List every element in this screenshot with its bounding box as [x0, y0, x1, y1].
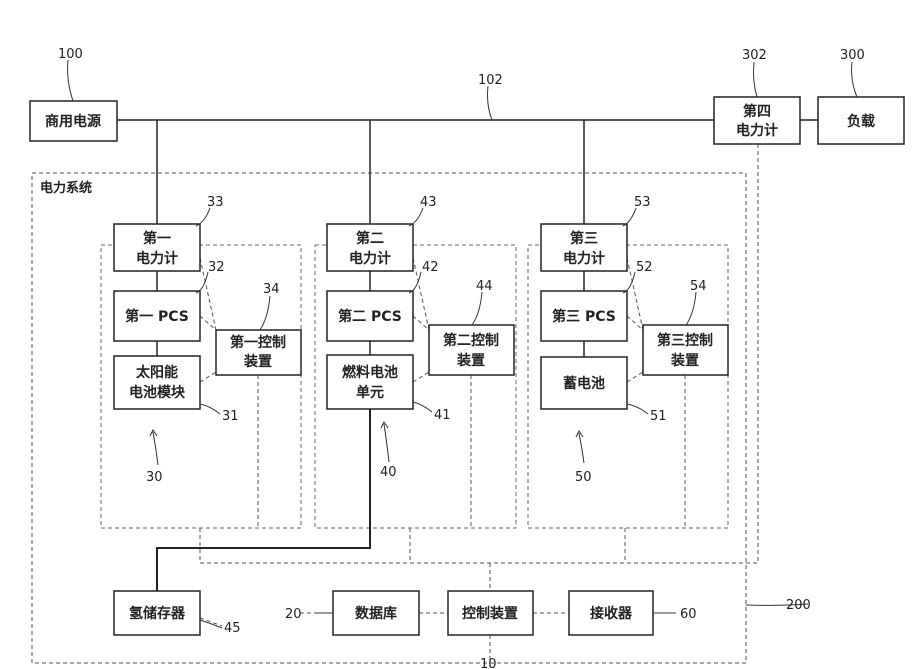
hydrogen-pipe — [157, 409, 370, 591]
ref-third-group: 50 — [575, 470, 592, 485]
svg-text:控制装置: 控制装置 — [462, 605, 518, 622]
svg-text:接收器: 接收器 — [590, 605, 633, 622]
load-box: 负载 — [818, 97, 904, 144]
ref-second-meter: 43 — [420, 195, 437, 210]
ref-first-pcs: 32 — [208, 260, 225, 275]
third-pcs-box: 第三 PCS — [541, 291, 627, 341]
svg-text:装置: 装置 — [670, 352, 699, 369]
svg-text:第四: 第四 — [743, 103, 771, 120]
ref-load: 300 — [840, 48, 865, 63]
ref-first-group: 30 — [146, 470, 163, 485]
svg-text:第三 PCS: 第三 PCS — [552, 308, 616, 325]
commercial-power-box: 商用电源 — [30, 101, 117, 141]
svg-text:第一 PCS: 第一 PCS — [125, 308, 189, 325]
first-pcs-box: 第一 PCS — [114, 291, 200, 341]
ref-fourth-meter: 302 — [742, 48, 767, 63]
ref-battery: 51 — [650, 409, 667, 424]
second-controller-box: 第二控制 装置 — [429, 325, 514, 375]
fuel-cell-box: 燃料电池 单元 — [327, 355, 413, 409]
first-controller-box: 第一控制 装置 — [216, 330, 301, 375]
ref-commercial-power: 100 — [58, 47, 83, 62]
ref-third-pcs: 52 — [636, 260, 653, 275]
svg-text:燃料电池: 燃料电池 — [342, 364, 398, 381]
third-controller-box: 第三控制 装置 — [643, 325, 728, 375]
solar-module-box: 太阳能 电池模块 — [114, 356, 200, 409]
svg-text:蓄电池: 蓄电池 — [563, 375, 605, 392]
svg-text:太阳能: 太阳能 — [136, 364, 178, 381]
svg-text:数据库: 数据库 — [355, 605, 397, 622]
svg-text:电力计: 电力计 — [563, 250, 605, 267]
second-pcs-box: 第二 PCS — [327, 291, 413, 341]
svg-text:电力计: 电力计 — [136, 250, 178, 267]
ref-hydrogen-storage: 45 — [224, 621, 241, 636]
ref-first-controller: 34 — [263, 282, 280, 297]
ref-second-pcs: 42 — [422, 260, 439, 275]
svg-text:第一控制: 第一控制 — [230, 334, 286, 351]
control-device-box: 控制装置 — [448, 591, 533, 635]
ref-second-group: 40 — [380, 465, 397, 480]
svg-text:装置: 装置 — [243, 353, 272, 370]
third-meter-box: 第三 电力计 — [541, 224, 627, 271]
svg-text:第一: 第一 — [143, 230, 171, 247]
first-meter-box: 第一 电力计 — [114, 224, 200, 271]
ref-solar-module: 31 — [222, 409, 239, 424]
battery-box: 蓄电池 — [541, 357, 627, 409]
svg-text:第二: 第二 — [356, 230, 384, 247]
ref-second-controller: 44 — [476, 279, 493, 294]
svg-text:商用电源: 商用电源 — [45, 113, 101, 130]
svg-text:氢储存器: 氢储存器 — [129, 605, 186, 622]
ref-fuel-cell: 41 — [434, 408, 451, 423]
svg-text:单元: 单元 — [356, 384, 384, 401]
svg-text:第二 PCS: 第二 PCS — [338, 308, 402, 325]
hydrogen-storage-box: 氢储存器 — [114, 591, 200, 635]
svg-text:电力计: 电力计 — [349, 250, 391, 267]
ref-control-device: 10 — [480, 657, 497, 669]
second-meter-box: 第二 电力计 — [327, 224, 413, 271]
power-system-title: 电力系统 — [40, 180, 92, 196]
svg-text:第三: 第三 — [570, 230, 598, 247]
database-box: 数据库 — [333, 591, 419, 635]
ref-bus: 102 — [478, 73, 503, 88]
svg-text:负载: 负载 — [847, 113, 875, 130]
ref-third-meter: 53 — [634, 195, 651, 210]
svg-text:装置: 装置 — [456, 352, 485, 369]
ref-first-meter: 33 — [207, 195, 224, 210]
svg-text:电池模块: 电池模块 — [129, 384, 186, 401]
ref-receiver: 60 — [680, 607, 697, 622]
svg-text:电力计: 电力计 — [736, 122, 778, 139]
ref-power-system: 200 — [786, 598, 811, 613]
svg-text:第二控制: 第二控制 — [443, 332, 499, 349]
ref-third-controller: 54 — [690, 279, 707, 294]
svg-text:第三控制: 第三控制 — [657, 332, 713, 349]
receiver-box: 接收器 — [569, 591, 653, 635]
signal-lines — [200, 140, 800, 669]
group-pointers — [150, 422, 584, 465]
ref-database: 20 — [285, 607, 302, 622]
fourth-meter-box: 第四 电力计 — [714, 97, 800, 144]
